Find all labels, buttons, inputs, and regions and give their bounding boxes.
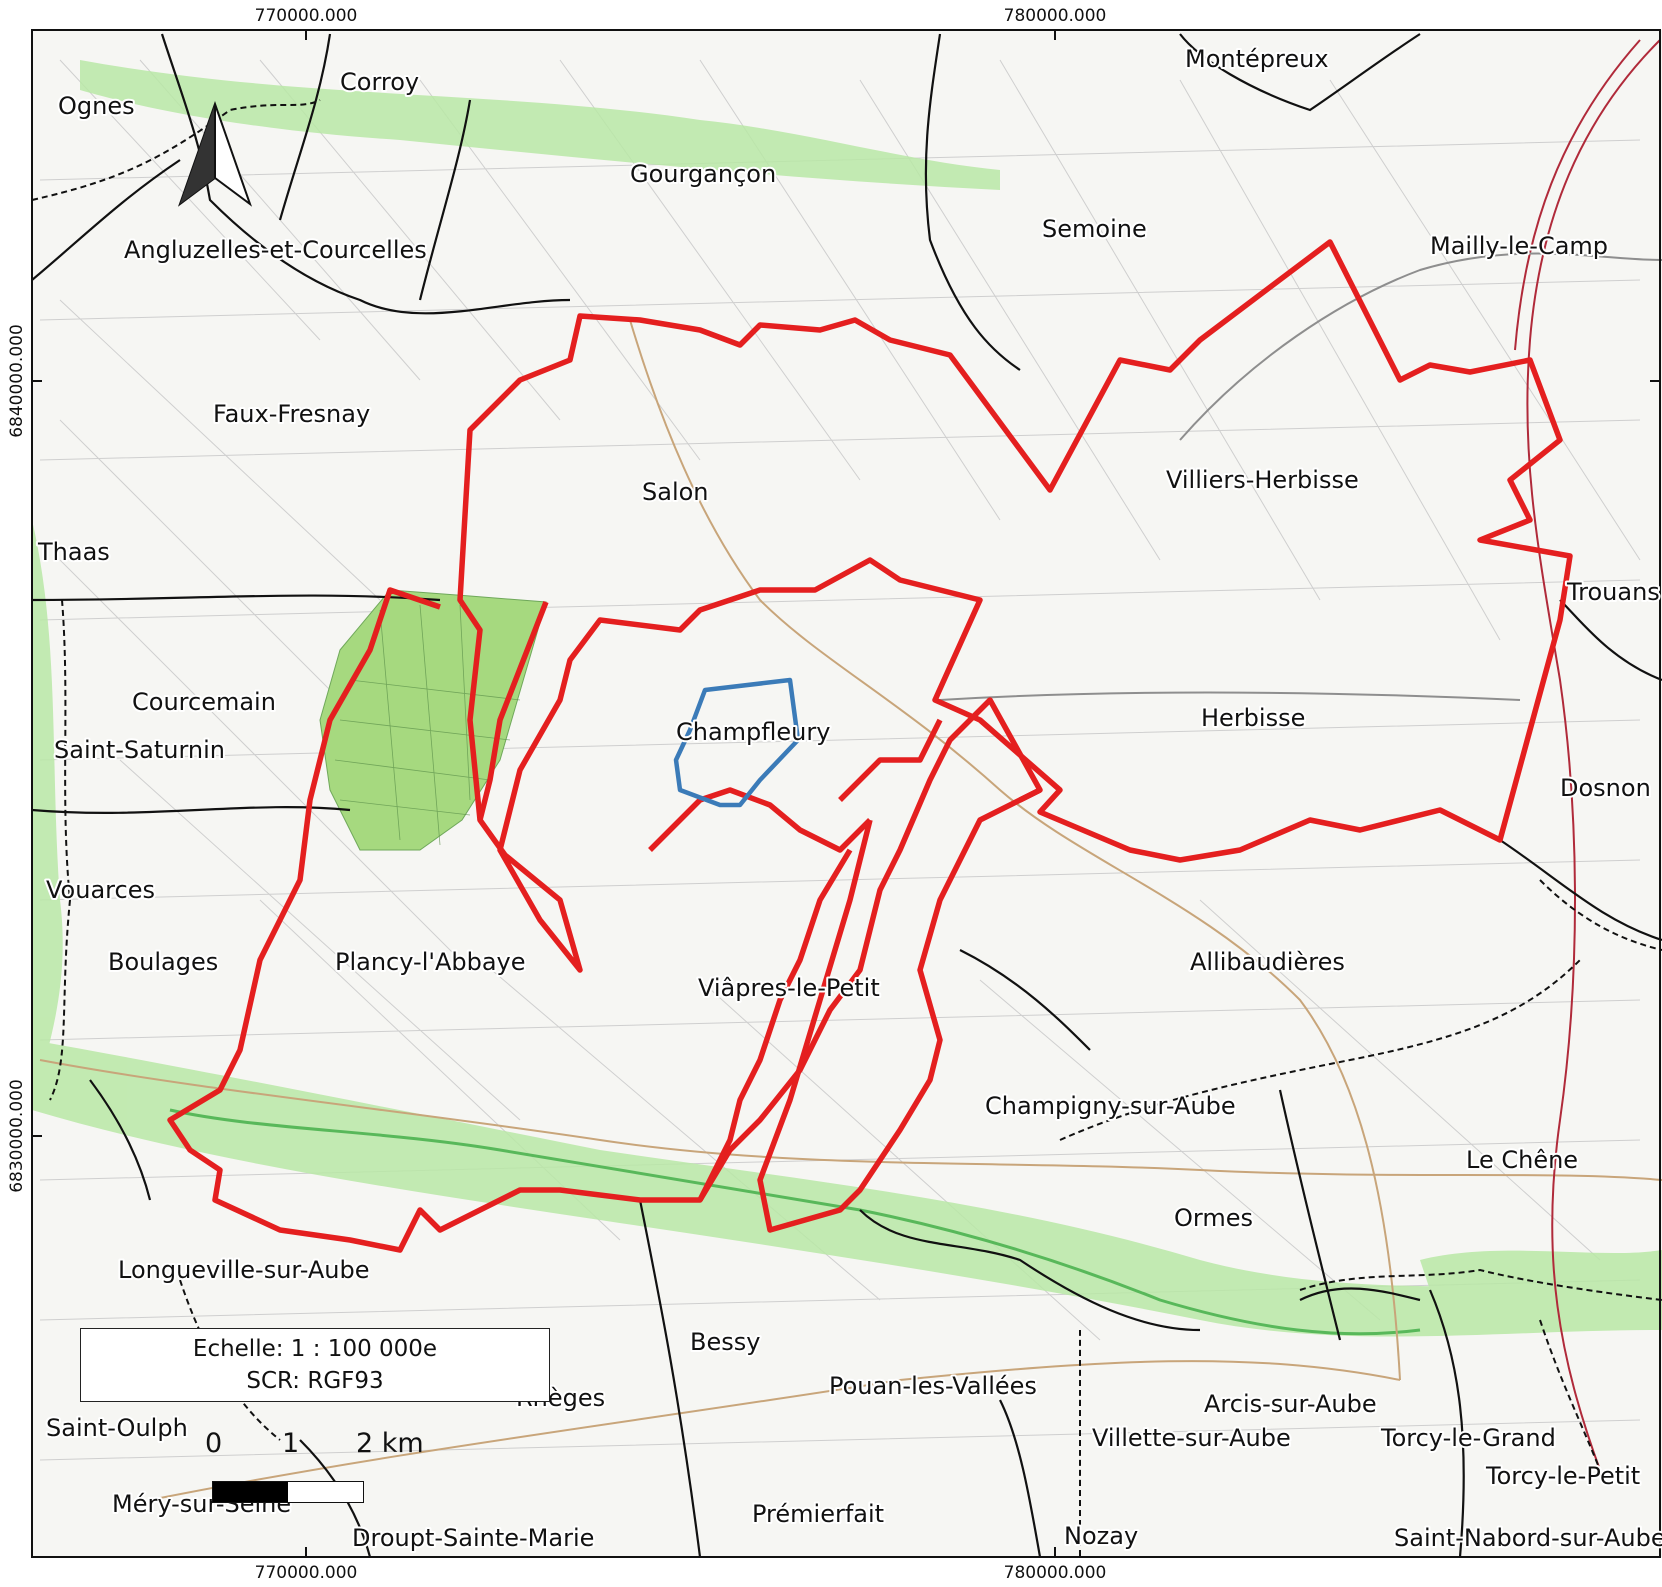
place-label: Nozay	[1064, 1522, 1138, 1550]
north-arrow-icon	[177, 100, 253, 207]
scale-legend-box: Echelle: 1 : 100 000e SCR: RGF93	[80, 1328, 550, 1402]
place-label: Ognes	[58, 92, 135, 120]
map-frame	[31, 29, 1661, 1558]
place-label: Courcemain	[132, 688, 276, 716]
scale-text: Echelle: 1 : 100 000e	[192, 1336, 438, 1362]
place-label: Droupt-Sainte-Marie	[352, 1524, 594, 1552]
coord-left-2: 6830000.000	[7, 1079, 27, 1193]
grey-roads	[939, 252, 1662, 701]
place-label: Villiers-Herbisse	[1166, 466, 1359, 494]
place-label: Gourgançon	[630, 160, 776, 188]
place-label: Salon	[642, 478, 709, 506]
commune-boundaries-dashed	[31, 99, 1662, 1557]
place-label: Thaas	[37, 538, 110, 566]
place-label: Allibaudières	[1190, 948, 1345, 976]
place-label: Ormes	[1174, 1204, 1253, 1232]
place-label: Corroy	[340, 68, 419, 96]
place-label: Viâpres-le-Petit	[698, 974, 880, 1002]
coord-top-2: 780000.000	[1004, 6, 1107, 26]
scale-bar-white-segment	[288, 1482, 363, 1502]
place-label: Mailly-le-Camp	[1430, 232, 1608, 260]
place-label: Pouan-les-Vallées	[829, 1372, 1037, 1400]
place-label: Faux-Fresnay	[213, 400, 370, 428]
place-label: Champigny-sur-Aube	[985, 1092, 1236, 1120]
coord-top-1: 770000.000	[255, 6, 358, 26]
place-label: Plancy-l'Abbaye	[335, 948, 526, 976]
coord-left-1: 6840000.000	[7, 324, 27, 438]
place-label: Villette-sur-Aube	[1092, 1424, 1291, 1452]
forest-grid	[334, 604, 521, 846]
railway	[1514, 39, 1661, 1471]
place-label: Semoine	[1042, 215, 1147, 243]
scale-tick-1: 1	[282, 1428, 300, 1459]
commune-boundaries	[31, 33, 1662, 1558]
place-label: Bessy	[690, 1328, 760, 1356]
study-area-boundaries	[167, 239, 1573, 1253]
scale-bar	[212, 1481, 364, 1503]
field-pattern	[39, 59, 1641, 1461]
scale-tick-2: 2 km	[356, 1428, 424, 1459]
river-valley-green	[32, 60, 1662, 1337]
place-label: Boulages	[108, 948, 218, 976]
place-label: Saint-Oulph	[46, 1414, 188, 1442]
coord-bottom-1: 770000.000	[255, 1563, 358, 1583]
place-labels: Ognes Corroy Gourgançon Montépreux Semoi…	[35, 43, 1662, 1554]
place-label: Saint-Nabord-sur-Aube	[1394, 1524, 1662, 1552]
crs-text: SCR: RGF93	[246, 1368, 384, 1394]
place-label: Champfleury	[676, 718, 830, 746]
forest-area	[319, 589, 547, 851]
place-label: Vouarces	[46, 876, 155, 904]
place-label: Le Chêne	[1466, 1146, 1578, 1174]
place-label: Trouans	[1566, 578, 1660, 606]
scale-tick-0: 0	[205, 1428, 223, 1459]
scale-bar-black-segment	[213, 1482, 288, 1502]
place-label: Arcis-sur-Aube	[1204, 1390, 1377, 1418]
coordinate-ticks	[32, 30, 1660, 1557]
place-label: Angluzelles-et-Courcelles	[124, 236, 427, 264]
place-label: Prémierfait	[752, 1500, 884, 1528]
place-label: Torcy-le-Grand	[1380, 1424, 1556, 1452]
place-label: Saint-Saturnin	[54, 736, 225, 764]
coord-bottom-2: 780000.000	[1004, 1563, 1107, 1583]
place-label: Dosnon	[1560, 774, 1651, 802]
place-label: Herbisse	[1201, 704, 1305, 732]
place-label: Torcy-le-Petit	[1485, 1462, 1640, 1490]
place-label: Montépreux	[1185, 45, 1329, 73]
place-label: Longueville-sur-Aube	[118, 1256, 370, 1284]
champfleury-focus-boundary	[673, 677, 801, 808]
